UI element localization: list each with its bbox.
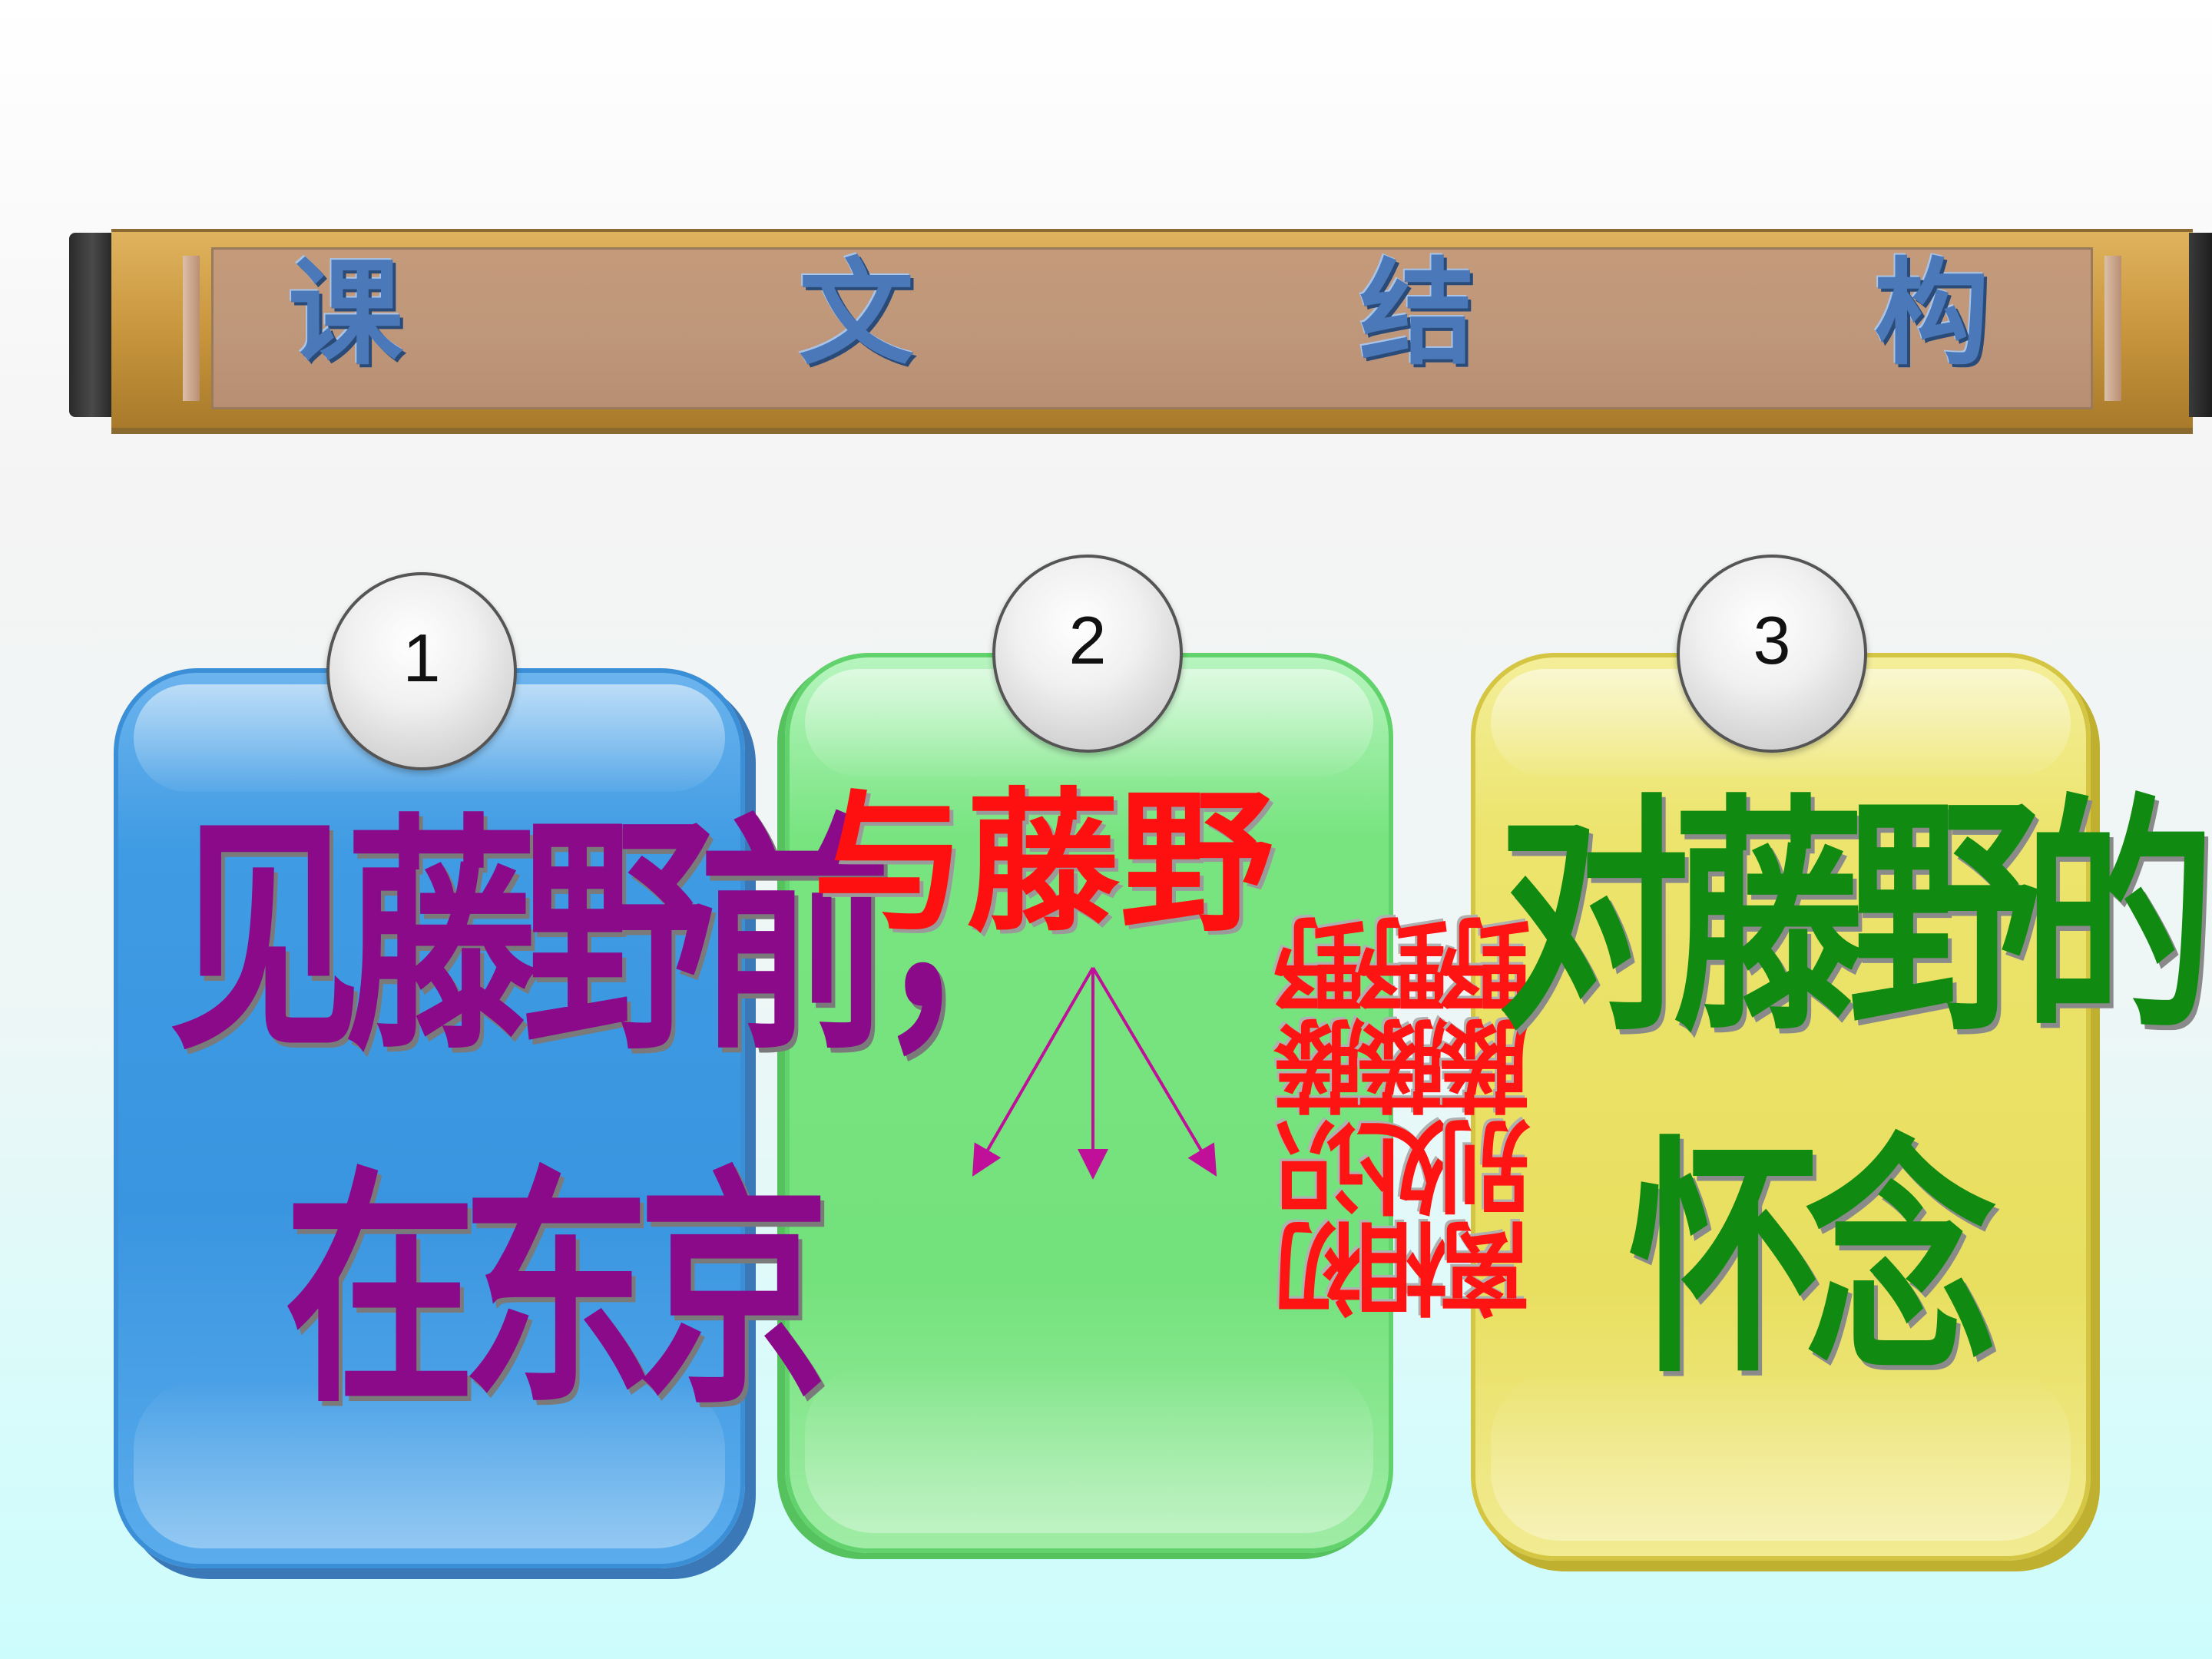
title-char-2: 文 <box>799 246 915 381</box>
number-badge-1: 1 <box>326 572 517 770</box>
card-gloss-bottom <box>134 1379 725 1548</box>
card-3-text-line-1: 对藤野的 <box>1498 773 2212 1065</box>
scroll-rod-right <box>2189 233 2212 417</box>
arrow-right <box>1091 966 1217 1177</box>
title-char-3: 结 <box>1359 246 1475 381</box>
scroll-body <box>111 229 2193 434</box>
card-1-text-line-1: 见藤野前， <box>169 793 1068 1084</box>
title-char-1: 课 <box>288 246 404 381</box>
card-3-text-line-2: 怀念 <box>1628 1115 1997 1406</box>
number-badge-3: 3 <box>1677 555 1867 753</box>
banner-title: 课 文 结 构 <box>69 256 2212 371</box>
branch-arrows <box>972 966 1217 1180</box>
arrow-left <box>972 966 1094 1177</box>
badge-number: 1 <box>402 620 441 696</box>
card-2-text-line-1: 与藤野 <box>813 774 1274 953</box>
card-gloss-bottom <box>805 1364 1373 1533</box>
card-3 <box>1471 653 2091 1561</box>
scroll-inner-panel <box>183 247 2121 409</box>
title-char-4: 构 <box>1874 246 1990 381</box>
card-1-text-line-2: 在东京 <box>284 1146 830 1437</box>
title-banner: 课 文 结 构 <box>69 229 2212 434</box>
badge-number: 2 <box>1068 602 1107 678</box>
number-badge-2: 2 <box>992 555 1183 753</box>
card-2 <box>785 653 1393 1553</box>
card-gloss-bottom <box>1491 1372 2071 1541</box>
badge-number: 3 <box>1753 602 1791 678</box>
scroll-rod-left <box>69 233 115 417</box>
